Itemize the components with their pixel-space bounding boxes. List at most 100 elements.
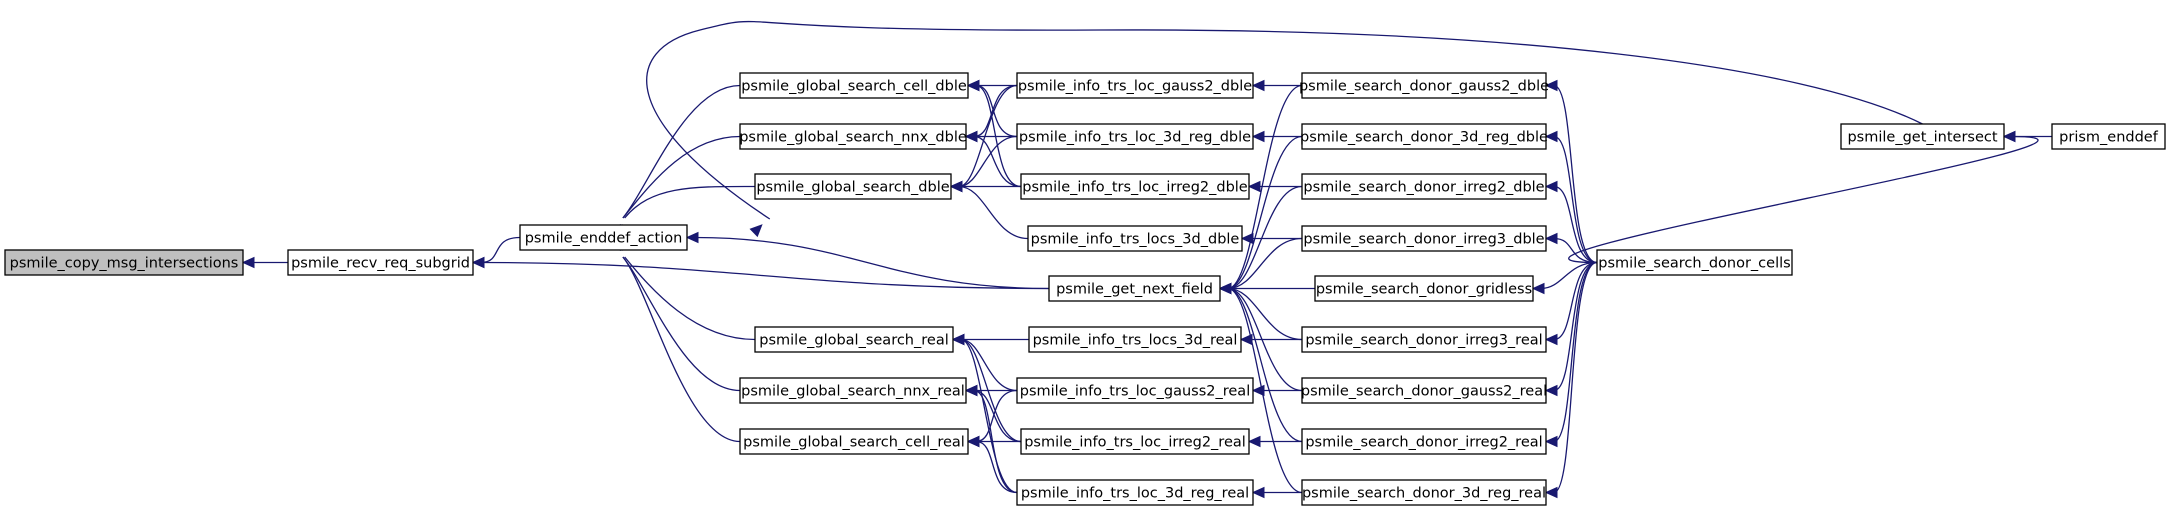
node-box [1016,377,1254,404]
edge-gs_nnx_real-to-enddef_action [622,256,741,392]
edge-gs_nnx_dble-to-enddef_action [622,135,741,219]
edge-donor_cells-to-d_gauss2_dble [1553,84,1598,264]
edge-donor_cells-to-get_intersect [1568,135,2039,264]
node-box [1301,326,1547,353]
node-box [1301,479,1547,506]
node-box [1020,173,1250,200]
node-prism-enddef[interactable]: prism_enddef [2051,123,2166,150]
node-label: psmile_search_donor_irreg3_dble [1303,232,1544,248]
node-label: psmile_global_search_nnx_real [741,384,965,400]
node-recv-req[interactable]: psmile_recv_req_subgrid [287,249,474,276]
nodes-layer: psmile_copy_msg_intersections psmile_recv… [4,72,2166,506]
node-d-irreg3-real[interactable]: psmile_search_donor_irreg3_real [1301,326,1547,353]
node-label: psmile_info_trs_locs_3d_dble [1031,232,1240,248]
node-gs-cell-dble[interactable]: psmile_global_search_cell_dble [739,72,969,99]
node-i-3dreg-real[interactable]: psmile_info_trs_loc_3d_reg_real [1016,479,1254,506]
arrowhead [1251,79,1265,92]
node-d-irreg2-dble[interactable]: psmile_search_donor_irreg2_dble [1301,173,1547,200]
edge-i_3dreg_dble-to-gs_dble [958,135,1018,188]
node-box [1048,275,1221,302]
node-box [1314,275,1534,302]
node-box [739,377,967,404]
arrowhead [1544,384,1558,397]
node-i-irreg2-dble[interactable]: psmile_info_trs_loc_irreg2_dble [1020,173,1250,200]
node-label: psmile_info_trs_loc_3d_reg_dble [1019,130,1251,146]
node-label: psmile_search_donor_irreg2_real [1305,435,1542,451]
node-gs-real[interactable]: psmile_global_search_real [754,326,954,353]
arrowhead [1239,333,1253,346]
edge-i_gauss2_dble-to-gs_nnx_dble [973,84,1018,138]
node-i-gauss2-dble[interactable]: psmile_info_trs_loc_gauss2_dble [1016,72,1254,99]
arrowhead [1544,130,1558,143]
edge-i_3dreg_real-to-gs_real [960,338,1018,494]
node-gs-dble[interactable]: psmile_global_search_dble [754,173,952,200]
node-box [1020,428,1250,455]
node-gs-nnx-dble[interactable]: psmile_global_search_nnx_dble [739,123,967,150]
node-box [1301,173,1547,200]
edge-enddef_action-to-recv_req [480,236,521,264]
node-box [1840,123,2005,150]
node-d-3dreg-real[interactable]: psmile_search_donor_3d_reg_real [1301,479,1547,506]
node-box [739,72,969,99]
node-box [2051,123,2166,150]
node-box [1016,479,1254,506]
node-i-locs3d-dble[interactable]: psmile_info_trs_locs_3d_dble [1027,225,1243,252]
node-box [1301,123,1547,150]
edge-donor_cells-to-d_irreg2_dble [1553,185,1598,264]
edge-donor_cells-to-d_irreg3_real [1553,261,1598,341]
node-i-3dreg-dble[interactable]: psmile_info_trs_loc_3d_reg_dble [1016,123,1254,150]
node-i-gauss2-real[interactable]: psmile_info_trs_loc_gauss2_real [1016,377,1254,404]
node-d-gauss2-dble[interactable]: psmile_search_donor_gauss2_dble [1299,72,1549,99]
node-box [287,249,474,276]
node-gs-nnx-real[interactable]: psmile_global_search_nnx_real [739,377,967,404]
node-box [519,224,688,251]
node-label: psmile_global_search_dble [756,180,949,196]
node-i-locs3d-real[interactable]: psmile_info_trs_locs_3d_real [1028,326,1242,353]
edge-i_gauss2_dble-to-gs_dble [958,84,1018,188]
node-label: psmile_search_donor_3d_reg_real [1302,486,1546,502]
edge-get_intersect-to-enddef_action [646,20,1923,220]
node-gs-cell-real[interactable]: psmile_global_search_cell_real [739,428,969,455]
edge-d_gauss2_dble-to-next_field [1227,84,1303,290]
node-d-3dreg-dble[interactable]: psmile_search_donor_3d_reg_dble [1300,123,1548,150]
node-label: psmile_recv_req_subgrid [291,256,470,272]
node-label: psmile_get_next_field [1056,282,1213,298]
node-box [1027,225,1243,252]
node-d-irreg2-real[interactable]: psmile_search_donor_irreg2_real [1301,428,1547,455]
arrowhead [964,384,978,397]
node-label: psmile_get_intersect [1847,130,1997,146]
arrowhead [966,79,980,92]
node-label: psmile_search_donor_cells [1598,256,1790,272]
node-label: psmile_search_donor_gauss2_real [1301,384,1547,400]
node-label: psmile_search_donor_gridless [1316,282,1532,298]
node-next-field[interactable]: psmile_get_next_field [1048,275,1221,302]
node-get-intersect[interactable]: psmile_get_intersect [1840,123,2005,150]
node-label: psmile_global_search_cell_real [743,435,965,451]
node-copy-msg: psmile_copy_msg_intersections [4,249,244,276]
node-d-irreg3-dble[interactable]: psmile_search_donor_irreg3_dble [1301,225,1547,252]
edge-donor_cells-to-d_gridless [1540,261,1598,290]
node-label: psmile_global_search_cell_dble [741,79,967,95]
node-label: psmile_search_donor_3d_reg_dble [1300,130,1548,146]
node-d-gridless[interactable]: psmile_search_donor_gridless [1314,275,1534,302]
node-enddef-action[interactable]: psmile_enddef_action [519,224,688,251]
edge-i_gauss2_real-to-gs_real [960,338,1018,392]
node-box [1028,326,1242,353]
arrowhead [749,224,763,238]
node-box [1301,377,1547,404]
arrowhead [1247,435,1261,448]
node-box [1301,72,1547,99]
node-donor-cells[interactable]: psmile_search_donor_cells [1596,249,1793,276]
edge-next_field-to-enddef_action [694,236,1050,290]
node-i-irreg2-real[interactable]: psmile_info_trs_loc_irreg2_real [1020,428,1250,455]
node-label: psmile_info_trs_loc_irreg2_real [1024,435,1246,451]
node-label: psmile_enddef_action [525,231,683,247]
arrowhead [1251,130,1265,143]
node-d-gauss2-real[interactable]: psmile_search_donor_gauss2_real [1301,377,1547,404]
edge-i_irreg2_dble-to-gs_nnx_dble [973,135,1022,188]
arrowhead [966,435,980,448]
edge-next_field-to-recv_req [480,261,1050,290]
arrowhead [1251,486,1265,499]
edge-donor_cells-to-d_irreg2_real [1553,261,1598,443]
